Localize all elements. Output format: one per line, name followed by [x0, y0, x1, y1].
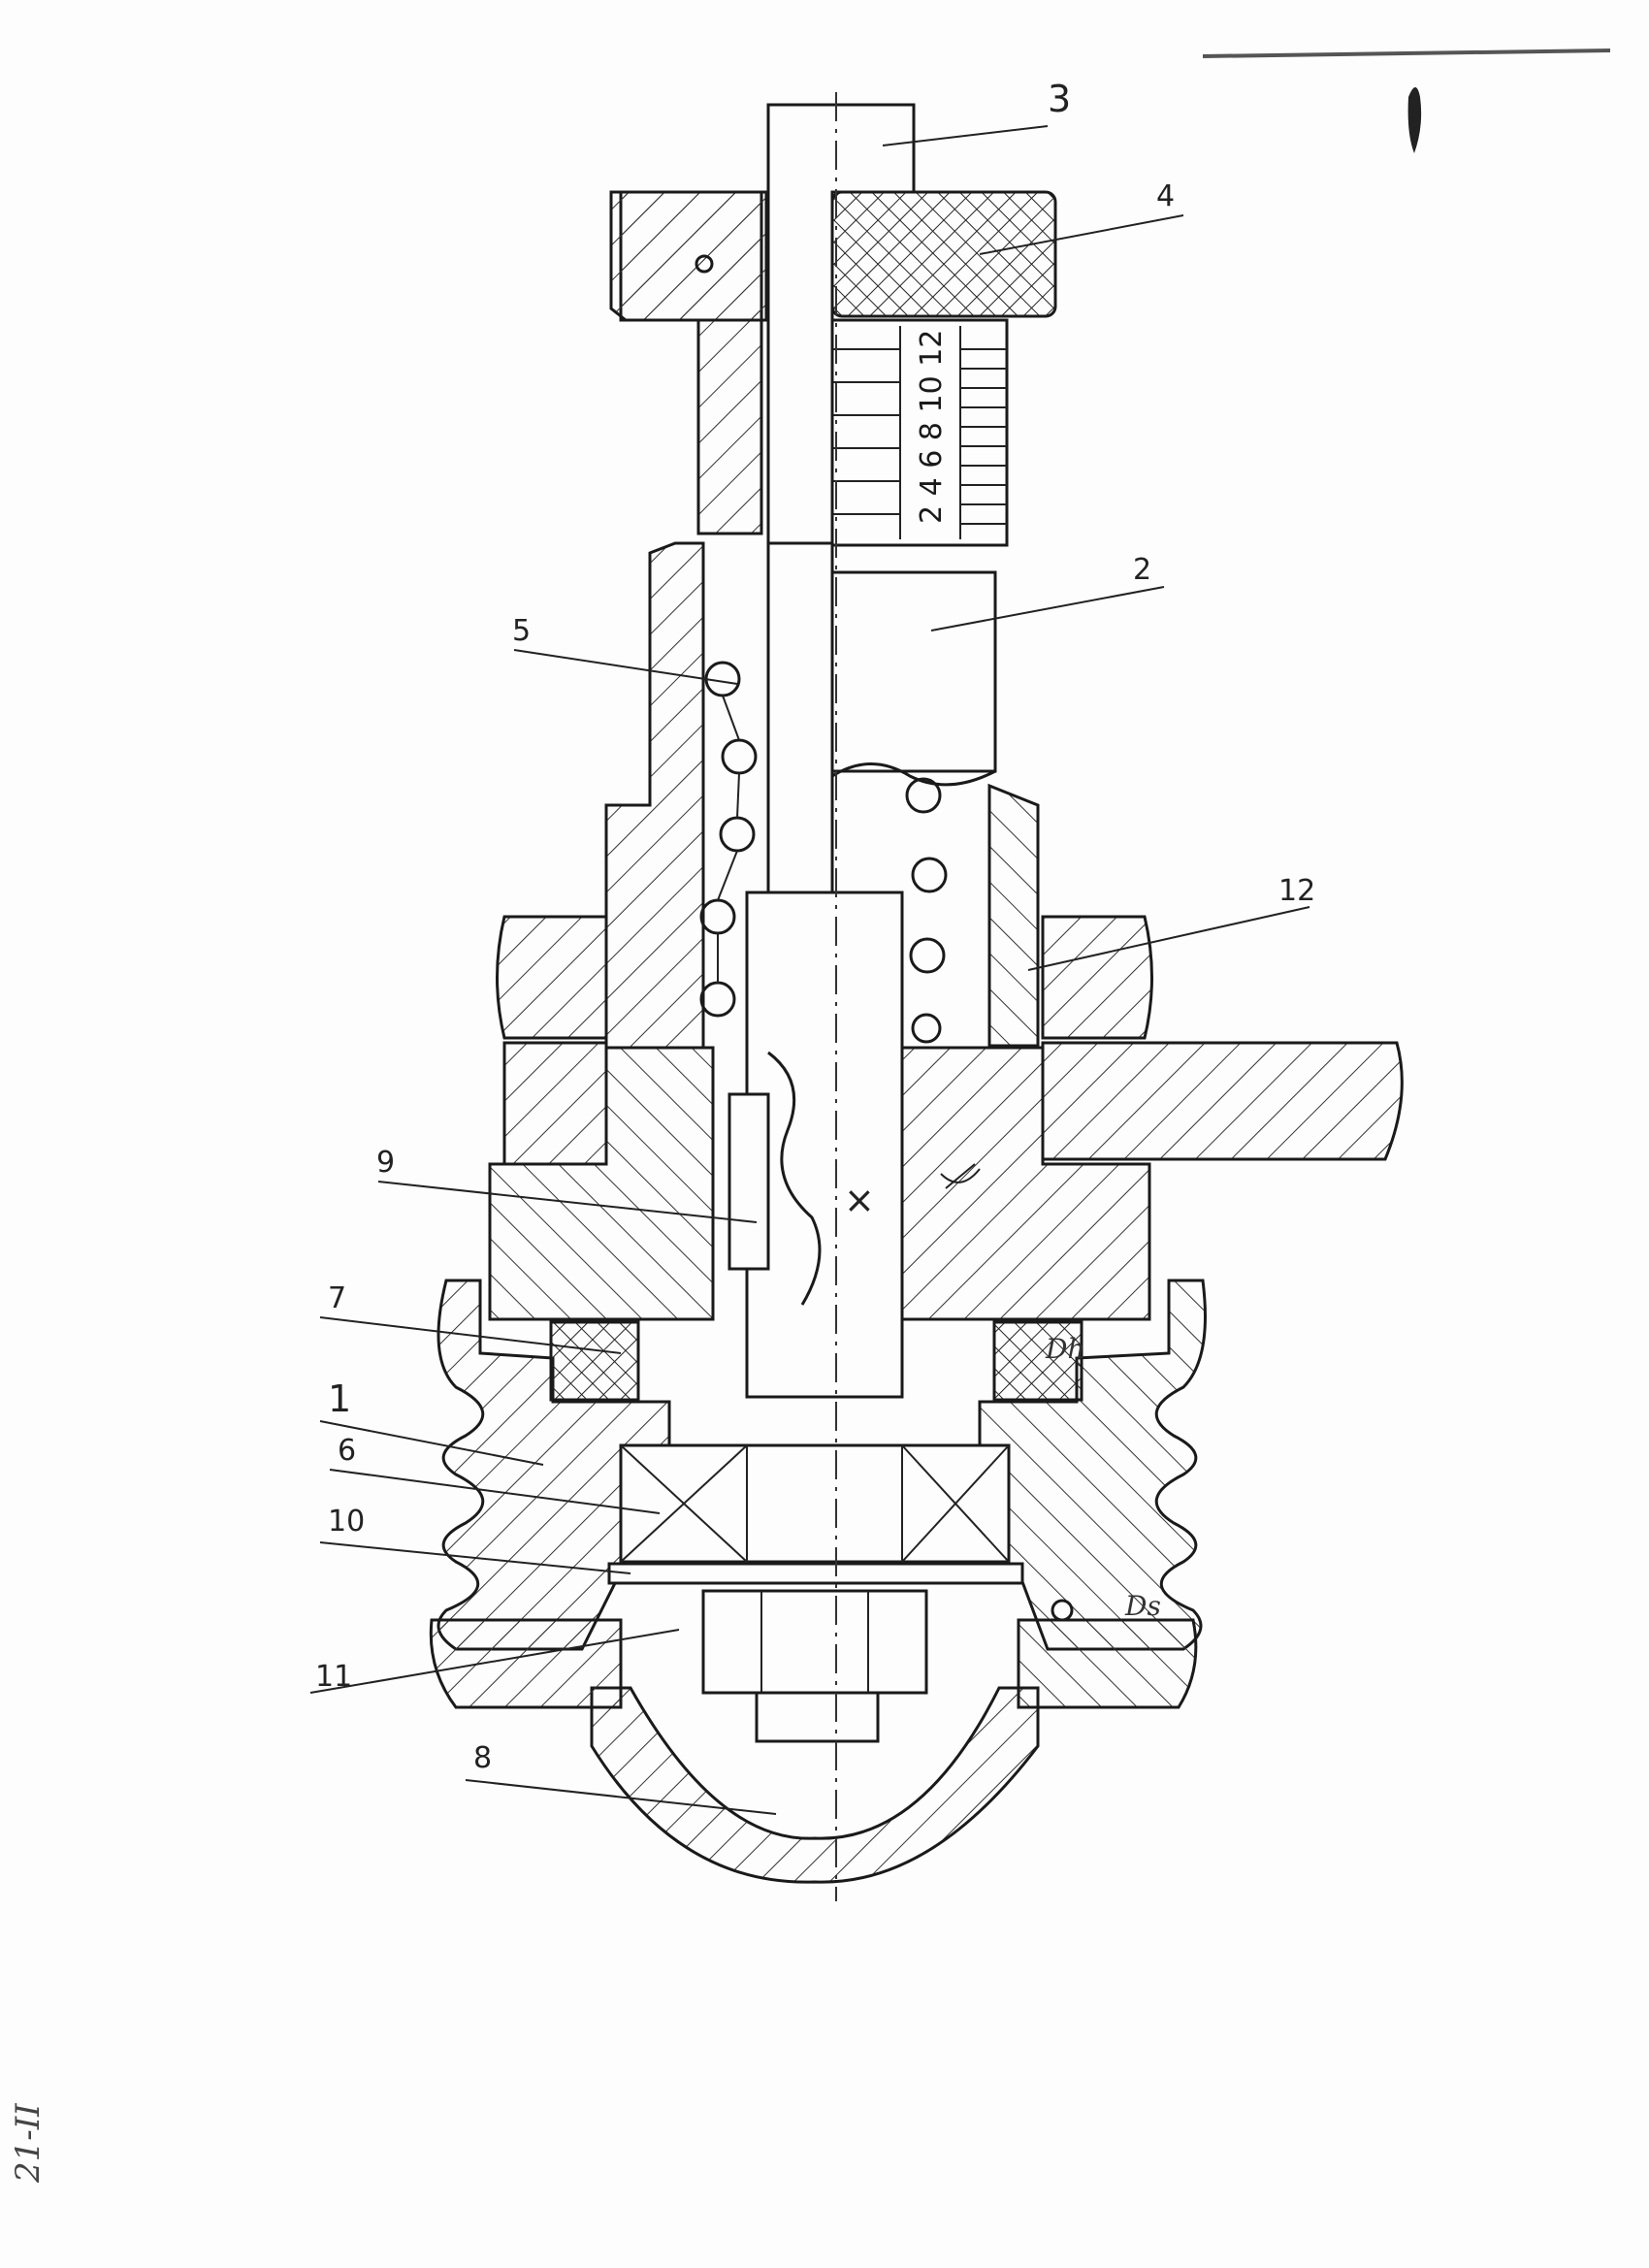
housing-break — [831, 762, 996, 787]
label-8: 8 — [473, 1741, 492, 1775]
annotation-dh: Dh — [1045, 1333, 1084, 1365]
bearing-cross-2 — [620, 1444, 748, 1563]
break-line — [767, 1051, 822, 1306]
base-left — [502, 1041, 608, 1166]
scale-numbers: 2 4 6 8 10 12 — [915, 330, 949, 524]
annotation-ds: Ds — [1124, 1590, 1161, 1622]
nut-11 — [701, 1589, 928, 1695]
bolt-end — [755, 1691, 880, 1743]
label-3: 3 — [1048, 78, 1071, 120]
knob-hole — [695, 254, 714, 274]
label-9: 9 — [376, 1146, 395, 1180]
leader-lines — [309, 125, 1310, 1815]
lower-shaft — [745, 891, 904, 1399]
washer-10 — [607, 1562, 1024, 1585]
label-7: 7 — [328, 1281, 346, 1315]
housing-2 — [830, 570, 997, 773]
label-2: 2 — [1133, 553, 1151, 587]
label-4: 4 — [1156, 179, 1175, 213]
label-12: 12 — [1278, 874, 1315, 908]
scale-ticks — [832, 326, 1007, 539]
seal-7-right — [992, 1320, 1083, 1402]
scale-block — [830, 318, 1009, 547]
label-6: 6 — [338, 1434, 356, 1468]
central-body-left — [488, 1046, 715, 1321]
pulley-1-right — [978, 1279, 1207, 1651]
bearing-6 — [619, 1443, 1011, 1564]
spring-sleeve-left — [604, 541, 705, 1050]
top-edge-line — [1202, 49, 1611, 58]
cap-8-lower-right — [1017, 1618, 1198, 1709]
label-5: 5 — [512, 614, 531, 648]
hole-ds — [1051, 1599, 1074, 1622]
knurled-nut — [830, 190, 1057, 318]
cap-8 — [590, 1686, 1040, 1884]
nut-12-left — [496, 915, 608, 1040]
cap-8-lower-left — [429, 1618, 623, 1709]
spring-sleeve-right — [987, 783, 1040, 1048]
bearing-cross-4 — [901, 1444, 1010, 1563]
label-11: 11 — [315, 1660, 352, 1694]
alpha-mark — [940, 1163, 981, 1189]
label-1: 1 — [328, 1377, 351, 1420]
seal-7-left — [549, 1320, 640, 1402]
key-9 — [728, 1092, 770, 1271]
ink-blot — [1407, 87, 1422, 153]
margin-note: 21-II — [9, 2103, 48, 2184]
nut-12-right — [1041, 915, 1153, 1040]
mounting-plate — [1041, 1041, 1404, 1161]
label-10: 10 — [328, 1505, 365, 1539]
section-mark: × — [844, 1179, 875, 1221]
knob-head — [609, 190, 768, 322]
